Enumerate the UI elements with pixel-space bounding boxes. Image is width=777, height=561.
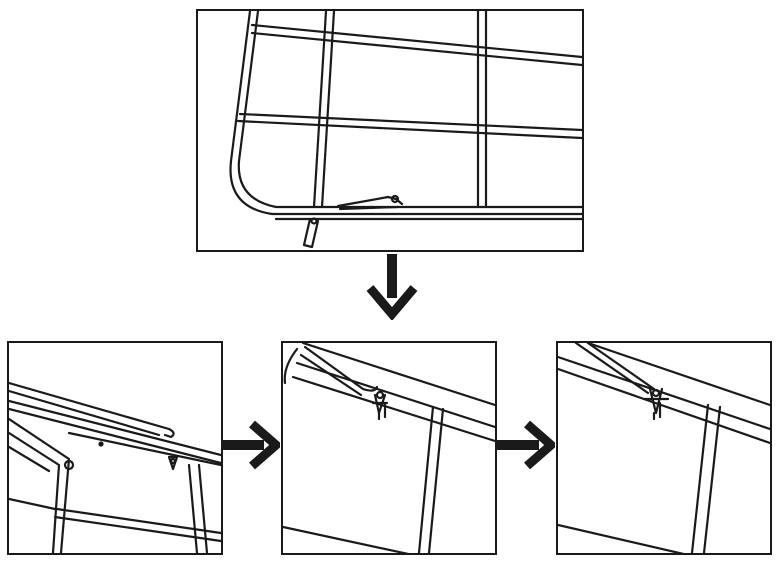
frame-rail: [586, 343, 770, 407]
step-2-panel: [281, 341, 497, 555]
frame-inner-edge: [237, 11, 582, 209]
top-bar: [250, 23, 582, 59]
vertical-post: [690, 403, 710, 553]
middle-bar: [238, 112, 582, 132]
hanging-clip: [302, 217, 320, 249]
vertical-post: [187, 463, 199, 553]
frame-rail: [9, 399, 221, 457]
right-arrow-2: [497, 420, 555, 470]
step-1-drawing: [9, 381, 221, 553]
corner-arc: [283, 347, 299, 385]
clip: [648, 387, 664, 415]
frame-rail: [301, 343, 495, 407]
hook-rod: [303, 345, 379, 392]
corner-post: [9, 417, 71, 553]
right-arrow-1: [222, 420, 280, 470]
hook-rod: [9, 381, 175, 439]
left-post: [312, 11, 328, 209]
lower-bar: [55, 507, 221, 535]
frame-outer-edge: [229, 11, 582, 216]
step-3-drawing: [558, 343, 770, 553]
vertical-post: [417, 405, 435, 553]
step-2-drawing: [283, 343, 495, 553]
overview-panel: [196, 9, 584, 252]
hook-rod: [574, 343, 650, 395]
frame-corner-drawing: [229, 11, 582, 249]
step-3-panel: [556, 341, 772, 555]
lower-bar: [558, 523, 685, 553]
lower-bar: [283, 525, 409, 553]
step-1-panel: [7, 341, 223, 555]
down-arrow: [366, 254, 418, 320]
